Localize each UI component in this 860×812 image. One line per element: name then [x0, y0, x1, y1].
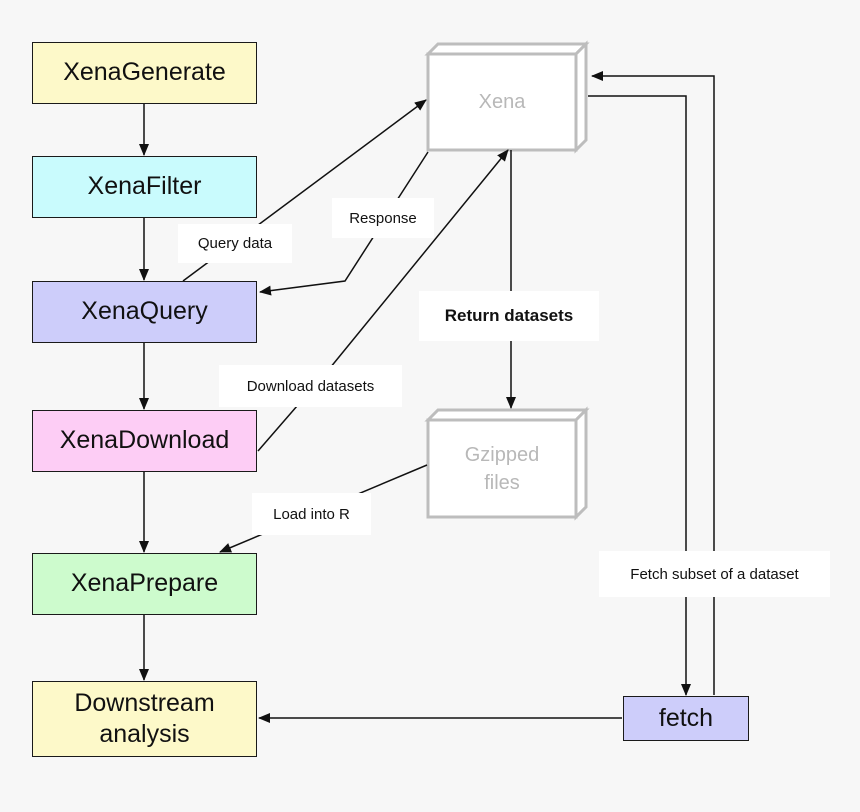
xena-download-node: XenaDownload — [32, 410, 257, 472]
arrow-response — [259, 151, 429, 296]
arrow-fetch-to-xena — [591, 71, 715, 695]
fetch-node: fetch — [623, 696, 749, 741]
edge-label-fetch-subset: Fetch subset of a dataset — [599, 551, 830, 597]
xena-generate-node: XenaGenerate — [32, 42, 257, 104]
xena-query-node: XenaQuery — [32, 281, 257, 343]
arrow-xena-to-fetch — [588, 95, 691, 696]
gzipped-files-cube — [424, 406, 590, 521]
edge-label-response: Response — [332, 198, 434, 238]
edge-label-download-datasets: Download datasets — [219, 365, 402, 407]
xena-filter-node: XenaFilter — [32, 156, 257, 218]
edge-label-load-into-r: Load into R — [252, 493, 371, 535]
gzipped-files-label: Gzipped files — [464, 443, 540, 494]
downstream-analysis-node: Downstream analysis — [32, 681, 257, 757]
edge-label-return-datasets: Return datasets — [419, 291, 599, 341]
xena-server-cube — [424, 40, 590, 154]
xena-server-label: Xena — [478, 91, 526, 113]
xena-prepare-node: XenaPrepare — [32, 553, 257, 615]
edge-label-query-data: Query data — [178, 224, 292, 263]
